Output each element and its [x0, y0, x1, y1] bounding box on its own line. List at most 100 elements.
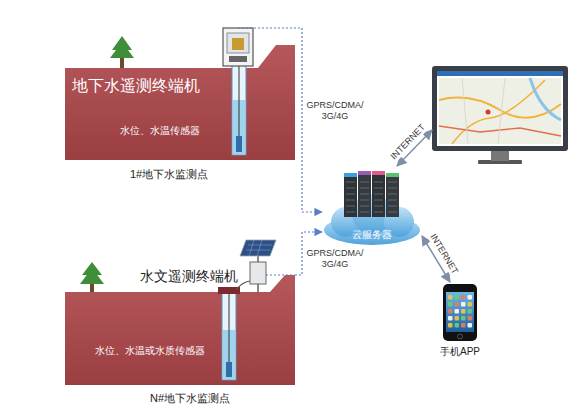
phone-part-part	[455, 316, 460, 321]
monitoring-site: 地下水遥测终端机水位、水温传感器1#地下水监测点	[65, 28, 295, 163]
phone-part	[446, 292, 474, 332]
ground-section-part	[65, 275, 295, 385]
telemetry-terminal-part	[223, 28, 253, 66]
phone-part	[443, 284, 477, 341]
phone-part-part	[461, 302, 466, 307]
well	[218, 281, 250, 380]
monitoring-site: 水文遥测终端机水位、水温或水质传感器N#地下水监测点	[65, 240, 295, 385]
edge-label: GPRS/CDMA/ 3G/4G	[305, 100, 365, 123]
solar-terminal	[240, 240, 295, 292]
connector	[238, 28, 322, 212]
server-rack-part-part	[346, 194, 355, 195]
well-part	[222, 292, 236, 380]
phone-part	[458, 334, 463, 339]
phone-part-part	[461, 309, 466, 314]
site-caption: N#地下水监测点	[150, 392, 230, 405]
sensor-label: 水位、水温或水质传感器	[95, 345, 205, 357]
server-rack-part-part	[346, 182, 355, 183]
cloud-server: 云服务器	[322, 168, 422, 246]
terminal-title: 地下水遥测终端机	[72, 76, 200, 95]
server-rack-part	[372, 171, 385, 175]
edge-label: GPRS/CDMA/ 3G/4G	[305, 248, 365, 271]
server-rack-part-part	[360, 188, 369, 189]
well-part	[239, 62, 240, 136]
phone-part	[448, 295, 472, 328]
app-label: 手机APP	[432, 346, 488, 358]
phone-part-part	[455, 323, 460, 328]
mobile-app: 手机APP	[432, 282, 488, 364]
tree-part	[110, 36, 134, 58]
server-rack-part-part	[374, 206, 383, 207]
server-rack-part-part	[360, 182, 369, 183]
server-rack-part-part	[374, 188, 383, 189]
server-label: 云服务器	[322, 229, 422, 241]
telemetry-terminal-part	[232, 38, 244, 50]
phone-part-part	[461, 316, 466, 321]
sensor-label: 水位、水温传感器	[120, 125, 200, 137]
server-rack-part-part	[374, 182, 383, 183]
telemetry-terminal-part	[227, 33, 249, 53]
monitor-part	[437, 71, 563, 146]
solar-terminal-part	[266, 274, 295, 275]
monitor-part	[486, 110, 491, 115]
phone-part-part	[468, 316, 473, 321]
ground-section	[65, 45, 295, 160]
monitor-part	[437, 71, 563, 76]
phone-part-part	[461, 323, 466, 328]
server-rack-part-part	[388, 182, 397, 183]
server-rack-part-part	[346, 200, 355, 201]
monitor	[432, 66, 568, 164]
monitor-part	[432, 66, 568, 151]
server-rack-part-part	[388, 212, 397, 213]
site-caption: 1#地下水监测点	[130, 168, 208, 181]
server-rack-part-part	[374, 212, 383, 213]
terminal-title: 水文遥测终端机	[140, 268, 238, 285]
server-rack-part-part	[388, 206, 397, 207]
ground-section	[65, 275, 295, 385]
well-part	[236, 281, 250, 290]
solar-terminal-part	[250, 262, 266, 284]
server-rack-part-part	[346, 212, 355, 213]
phone-part-part	[468, 302, 473, 307]
tree	[110, 36, 134, 68]
tree-part	[80, 262, 104, 284]
server-rack-part-part	[360, 212, 369, 213]
phone-part-part	[448, 316, 453, 321]
monitor-part	[452, 80, 545, 144]
server-rack-part	[386, 173, 399, 217]
server-rack-part-part	[360, 200, 369, 201]
phone-part-part	[455, 295, 460, 300]
server-rack-part-part	[346, 206, 355, 207]
phone	[443, 284, 477, 341]
server-rack-part-part	[360, 206, 369, 207]
monitor-part	[530, 78, 561, 120]
monitor-part	[439, 78, 561, 144]
well	[232, 62, 246, 155]
server-rack-part	[346, 182, 397, 212]
phone-part-part	[448, 302, 453, 307]
server-rack-part	[358, 171, 371, 217]
server-rack-part-part	[388, 188, 397, 189]
link-label: INTERNET	[388, 121, 429, 162]
ground-section-part	[65, 45, 295, 160]
tree	[80, 262, 104, 292]
server-rack-part	[386, 173, 399, 177]
server-rack-part	[358, 171, 371, 175]
phone-part-part	[455, 309, 460, 314]
server-rack	[344, 171, 399, 217]
well-part	[226, 362, 232, 377]
server-rack-part	[344, 173, 357, 217]
phone-part-part	[455, 302, 460, 307]
server-rack-part-part	[388, 200, 397, 201]
server-rack-part-part	[374, 200, 383, 201]
well-part	[218, 287, 240, 294]
phone-part-part	[468, 323, 473, 328]
phone-part-part	[468, 295, 473, 300]
phone-part-part	[468, 309, 473, 314]
server-rack-part	[344, 173, 357, 177]
well-part	[236, 136, 242, 152]
telemetry-terminal	[223, 28, 253, 66]
